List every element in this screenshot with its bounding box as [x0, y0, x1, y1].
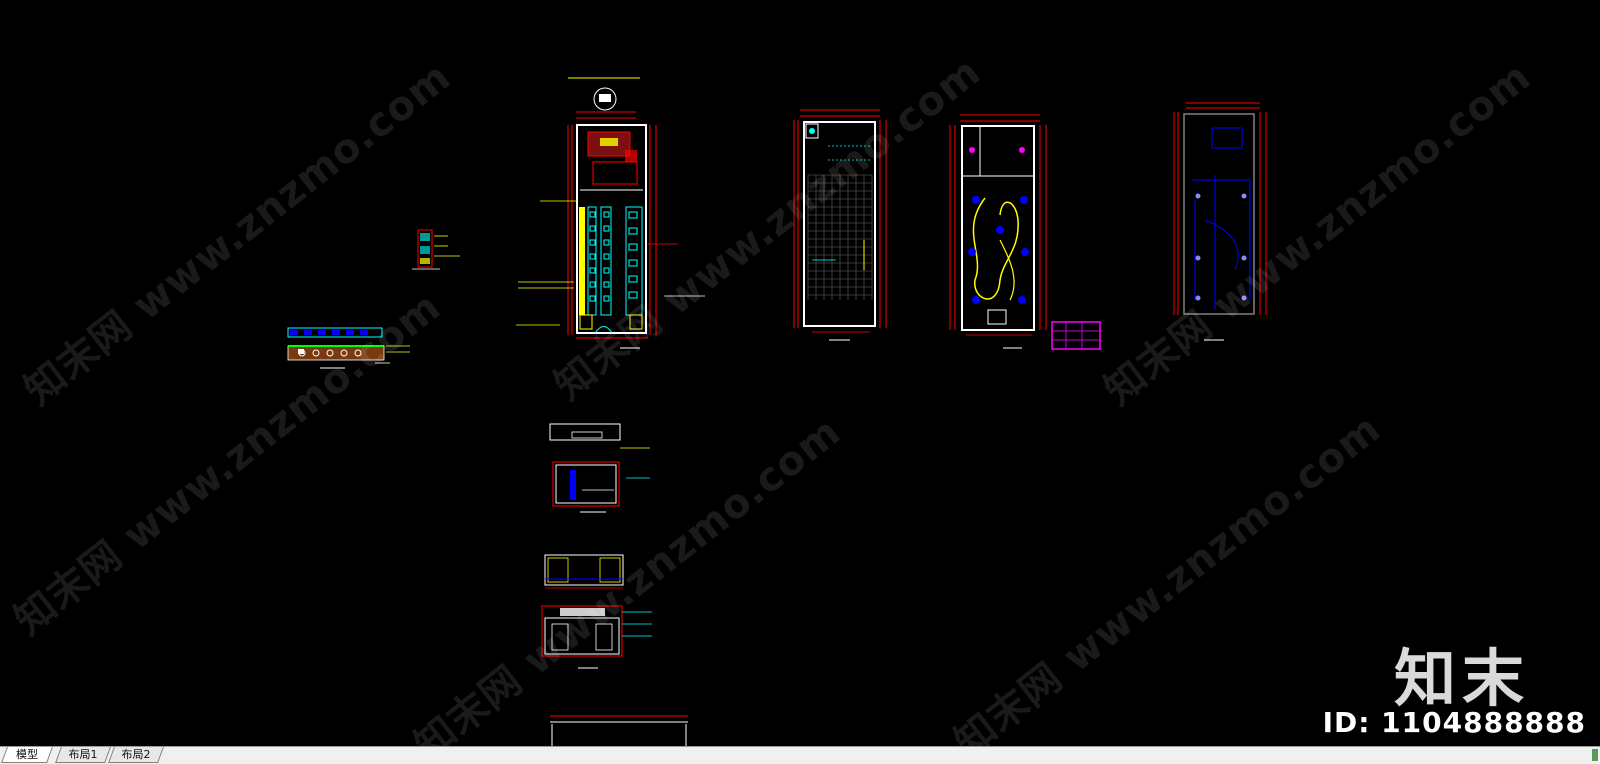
tab-layout2[interactable]: 布局2	[108, 747, 164, 763]
ceiling-grid-plan	[793, 109, 887, 341]
tab-label: 布局2	[121, 748, 151, 761]
brand-id: ID: 1104888888	[1322, 706, 1586, 739]
elevation-c	[541, 605, 652, 669]
tab-model[interactable]: 模型	[1, 747, 53, 763]
elevation-b	[544, 554, 624, 589]
tab-label: 布局1	[68, 748, 98, 761]
floor-plan-main	[516, 77, 705, 349]
elevation-d	[550, 715, 688, 746]
detail-elevation-left	[287, 327, 410, 369]
brand-logo: 知末	[1393, 642, 1530, 715]
tab-layout1[interactable]: 布局1	[55, 747, 111, 763]
electrical-plan	[1173, 102, 1267, 341]
detail-small	[412, 229, 460, 270]
layout-tab-bar: 模型 布局1 布局2	[0, 746, 1600, 764]
scrollbar-handle[interactable]	[1592, 749, 1598, 761]
tab-label: 模型	[16, 748, 38, 761]
elevation-a	[549, 423, 650, 513]
cad-drawing	[287, 77, 1267, 746]
lighting-plan	[949, 114, 1101, 350]
drawing-canvas[interactable]: 知末网 www.znzmo.com 知末网 www.znzmo.com 知末网 …	[0, 0, 1600, 746]
